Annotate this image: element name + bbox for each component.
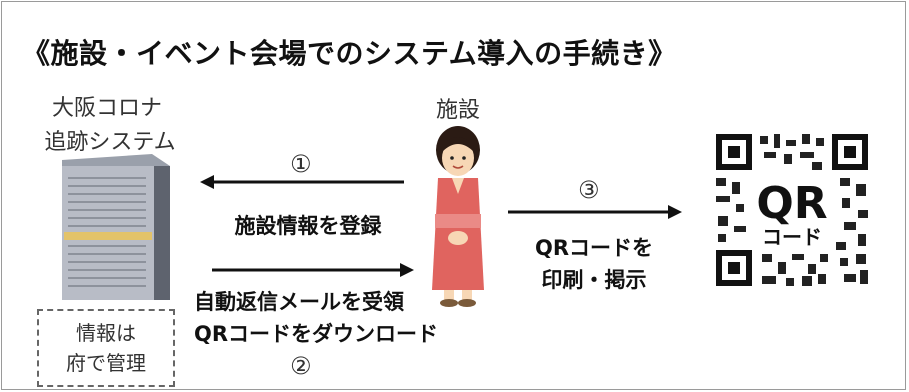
server-icon [62,154,170,300]
qr-text-sub: コード [762,225,822,249]
qr-text-main: QR [756,178,827,229]
step2-label-line1: 自動返信メールを受領 [194,290,404,314]
step3-label-line2: 印刷・掲示 [541,268,647,292]
qr-code-icon: QR コード [712,130,872,290]
info-box: 情報は 府で管理 [37,309,175,387]
system-label-line1: 大阪コロナ [52,96,163,121]
step3-number: ③ [578,176,600,204]
arrow-right-to-facility [212,263,414,277]
step2-label-line2: QRコードをダウンロード [194,322,439,346]
diagram-title: 《施設・イベント会場でのシステム導入の手続き》 [22,37,677,70]
facility-label: 施設 [435,98,480,123]
arrow-left [200,175,404,189]
info-box-line2: 府で管理 [66,351,146,375]
arrow-right-to-qr [508,205,682,219]
info-box-line1: 情報は [76,321,136,345]
facility-person-icon [432,126,484,307]
step3-label-line1: QRコードを [534,236,654,260]
step1-number: ① [290,150,312,178]
system-label-line2: 追跡システム [44,130,176,155]
step1-label: 施設情報を登録 [234,214,382,238]
step2-number: ② [290,352,312,380]
